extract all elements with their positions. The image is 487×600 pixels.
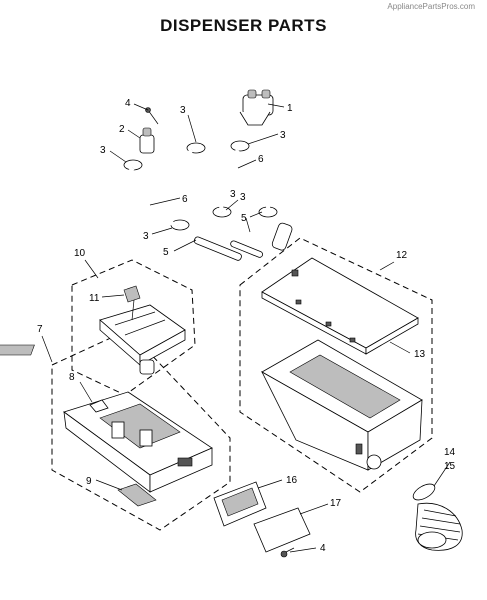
hose-clamps-part-3[interactable] [123, 140, 278, 231]
drawer-handle-part-9[interactable] [117, 483, 157, 507]
hoses-part-6[interactable] [111, 148, 271, 227]
callout-17: 17 [330, 498, 342, 509]
callout-6-right: 6 [258, 154, 264, 165]
callout-10: 10 [74, 248, 86, 259]
bellows-part-15[interactable] [415, 502, 463, 551]
cover-plate-part-17[interactable] [253, 507, 311, 553]
siphon-cap-part-11[interactable] [123, 285, 141, 321]
callout-4-bottom: 4 [320, 543, 326, 554]
callout-3-hidden: 3 [230, 189, 236, 200]
callout-3-lower-left: 3 [143, 231, 149, 242]
dispenser-housing-part-13[interactable] [261, 339, 423, 471]
callout-5-right: 5 [241, 213, 247, 224]
callout-16: 16 [286, 475, 298, 486]
callout-11: 11 [89, 293, 100, 304]
drawer-clip-part-8[interactable] [89, 399, 109, 413]
callout-6-left: 6 [182, 194, 188, 205]
callout-7: 7 [37, 324, 43, 335]
group-outline-10 [71, 259, 196, 396]
latch-panel-part-16[interactable] [213, 481, 267, 527]
valve-part-2[interactable] [139, 127, 155, 154]
leader-lines [41, 103, 451, 553]
callout-3-upper-mid: 3 [180, 105, 186, 116]
screw-part-4-bottom[interactable] [280, 547, 295, 558]
callout-5-left: 5 [163, 247, 169, 258]
callout-9: 9 [86, 476, 92, 487]
callout-8: 8 [69, 372, 75, 383]
housing-cover-part-12[interactable] [261, 257, 419, 355]
nozzles-part-5[interactable] [193, 222, 293, 261]
water-valve-part-1[interactable] [239, 89, 274, 126]
dispenser-drawer-part-7[interactable] [63, 391, 213, 493]
page-title: DISPENSER PARTS [160, 16, 327, 35]
callout-3-mid: 3 [240, 192, 246, 203]
callout-12: 12 [396, 250, 408, 261]
callout-1: 1 [287, 103, 293, 114]
callout-13: 13 [414, 349, 426, 360]
callout-14: 14 [444, 447, 456, 458]
watermark-text: AppliancePartsPros.com [387, 2, 475, 11]
hose-clamp-part-14[interactable] [411, 481, 438, 503]
callout-4-top: 4 [125, 98, 131, 109]
callout-15: 15 [444, 461, 456, 472]
callout-2: 2 [119, 124, 125, 135]
group-outline-12 [239, 237, 433, 493]
dispenser-insert-part-10[interactable] [0, 304, 186, 375]
callout-3-upper-right: 3 [280, 130, 286, 141]
callout-3-left: 3 [100, 145, 106, 156]
